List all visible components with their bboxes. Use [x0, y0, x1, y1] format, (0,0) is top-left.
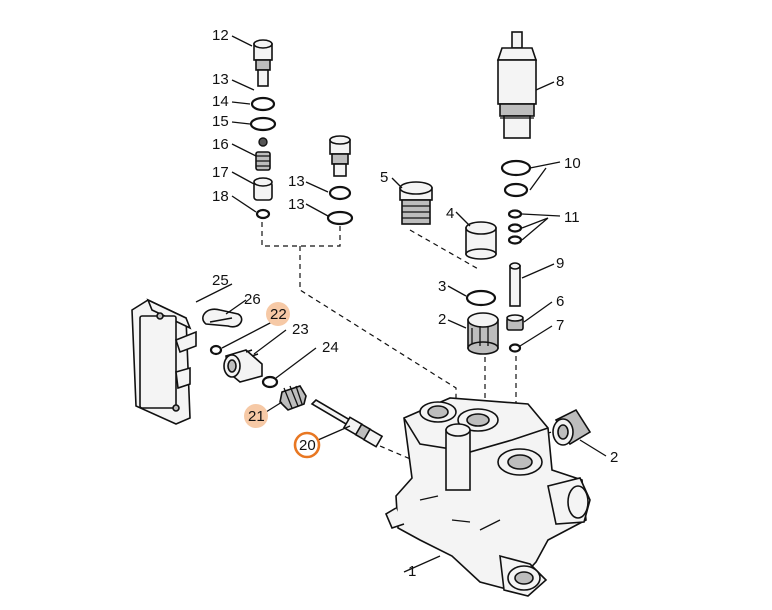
part-2-valve-centre: [467, 312, 499, 355]
part-12-valve-insert: [253, 39, 273, 87]
callout-22[interactable]: 22: [270, 306, 287, 323]
part-11-o-ring-1: [507, 209, 523, 219]
callout-6[interactable]: 6: [556, 293, 564, 310]
callout-20[interactable]: 20: [299, 437, 316, 454]
callout-23[interactable]: 23: [292, 321, 309, 338]
part-10-o-ring-lower: [503, 182, 529, 198]
part-10-o-ring-upper: [500, 159, 532, 177]
callout-10[interactable]: 10: [564, 155, 581, 172]
callout-4[interactable]: 4: [446, 205, 454, 222]
part-13-o-ring-upper: [328, 185, 352, 201]
part-9-pin: [509, 262, 521, 307]
callout-1[interactable]: 1: [408, 563, 416, 580]
callout-5[interactable]: 5: [380, 169, 388, 186]
part-14-o-ring: [250, 96, 276, 112]
callout-25[interactable]: 25: [212, 272, 229, 289]
part-11-o-ring-3: [507, 235, 523, 245]
part-25-switch-box: [131, 298, 197, 425]
callout-17[interactable]: 17: [212, 164, 229, 181]
callout-24[interactable]: 24: [322, 339, 339, 356]
callout-21[interactable]: 21: [248, 408, 265, 425]
callout-3[interactable]: 3: [438, 278, 446, 295]
callout-13-left[interactable]: 13: [212, 71, 229, 88]
part-1-pump-head: [384, 397, 591, 597]
part-18-o-ring: [255, 208, 271, 220]
callout-13-middle-upper[interactable]: 13: [288, 173, 305, 190]
part-23-fitting: [223, 349, 263, 383]
part-11-o-ring-2: [507, 223, 523, 233]
part-16-ball: [258, 137, 268, 147]
part-2-valve-right: [552, 408, 592, 446]
highlight-21: [244, 404, 268, 428]
callout-15[interactable]: 15: [212, 113, 229, 130]
callout-13-middle-lower[interactable]: 13: [288, 196, 305, 213]
callout-labels: 12 13 14 15 16 17 18 13 13 5 4 3 2 8 10 …: [212, 27, 618, 580]
callout-2-right[interactable]: 2: [610, 449, 618, 466]
callout-14[interactable]: 14: [212, 93, 229, 110]
part-4-cap: [465, 221, 497, 260]
part-22-o-ring: [209, 344, 223, 356]
callout-18[interactable]: 18: [212, 188, 229, 205]
part-24-o-ring: [261, 375, 279, 389]
part-21-spring: [279, 385, 307, 411]
part-15-o-ring: [249, 116, 277, 132]
highlight-22: [266, 302, 290, 326]
part-6-seal: [506, 314, 524, 331]
callout-11[interactable]: 11: [564, 209, 580, 226]
callout-26[interactable]: 26: [244, 291, 261, 308]
part-17-valve-seat: [253, 177, 273, 201]
part-26-clip: [202, 308, 243, 328]
callout-8[interactable]: 8: [556, 73, 564, 90]
callout-2-centre[interactable]: 2: [438, 311, 446, 328]
callout-7[interactable]: 7: [556, 317, 564, 334]
callout-9[interactable]: 9: [556, 255, 564, 272]
part-3-o-ring: [465, 289, 497, 307]
part-7-o-ring: [508, 343, 522, 353]
part-8-unloader-valve: [496, 31, 538, 139]
callout-16[interactable]: 16: [212, 136, 229, 153]
part-5-plug: [399, 181, 433, 225]
part-13-o-ring-lower: [326, 210, 354, 226]
part-16-spring: [255, 151, 271, 171]
highlight-20[interactable]: [293, 431, 321, 459]
callout-leaders: [195, 35, 607, 573]
part-20-piston-rod: [310, 398, 384, 448]
part-13-valve-insert: [329, 135, 351, 177]
callout-12[interactable]: 12: [212, 27, 229, 44]
